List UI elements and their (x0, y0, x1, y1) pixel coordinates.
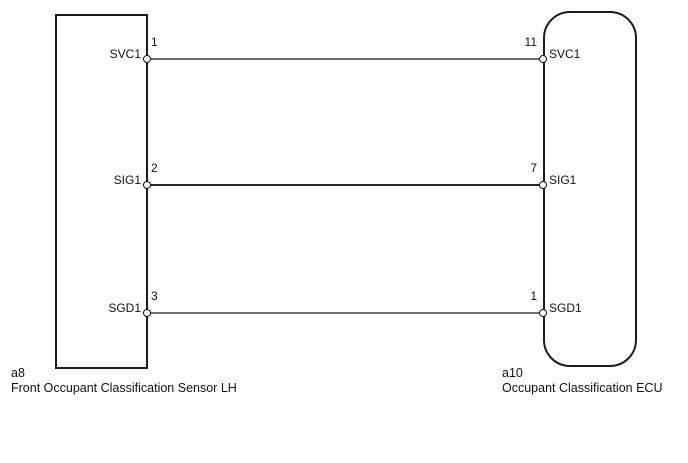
right-component-box (543, 11, 637, 367)
wire-sig1 (147, 184, 544, 186)
left-component-box (55, 14, 148, 369)
right-component-name: Occupant Classification ECU (502, 381, 663, 395)
right-pin-label-sgd1: SGD1 (549, 301, 582, 315)
left-component-name: Front Occupant Classification Sensor LH (11, 381, 237, 395)
pin-connector-dot-left-sgd1 (143, 309, 151, 317)
right-pin-label-sig1: SIG1 (549, 173, 577, 187)
left-pin-number-3: 3 (151, 289, 158, 303)
right-pin-label-svc1: SVC1 (549, 47, 581, 61)
pin-connector-dot-right-sig1 (539, 181, 547, 189)
pin-connector-dot-left-svc1 (143, 55, 151, 63)
left-pin-label-sig1: SIG1 (113, 173, 141, 187)
left-pin-label-sgd1: SGD1 (108, 301, 141, 315)
pin-connector-dot-right-sgd1 (539, 309, 547, 317)
left-component-id: a8 (11, 366, 25, 380)
left-pin-number-2: 2 (151, 161, 158, 175)
right-pin-number-11: 11 (524, 35, 537, 49)
right-pin-number-1: 1 (530, 289, 537, 303)
wire-svc1 (147, 58, 544, 60)
left-pin-label-svc1: SVC1 (109, 47, 141, 61)
pin-connector-dot-right-svc1 (539, 55, 547, 63)
wire-sgd1 (147, 312, 544, 314)
left-pin-number-1: 1 (151, 35, 158, 49)
right-component-id: a10 (502, 366, 523, 380)
pin-connector-dot-left-sig1 (143, 181, 151, 189)
right-pin-number-7: 7 (530, 161, 537, 175)
